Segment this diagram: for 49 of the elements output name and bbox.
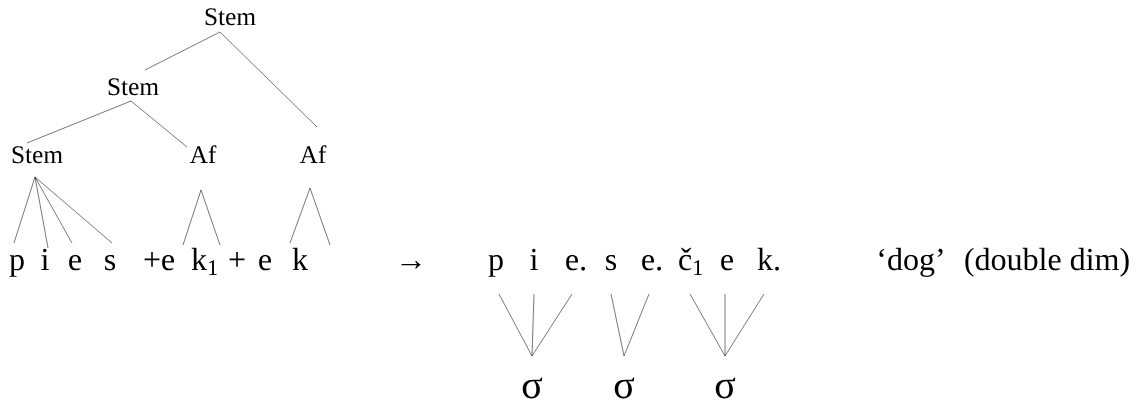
tree-label: Stem (12, 146, 63, 164)
segment-letter: č$_{1}$ (679, 247, 703, 275)
tree-branch (309, 187, 331, 246)
tree-branch (34, 176, 49, 249)
syllable-symbol: σ (522, 377, 543, 399)
segment-letter: i (41, 248, 49, 270)
text-label: + (229, 251, 245, 267)
segment-letter: e (721, 254, 733, 271)
text-label: ‘dog’ (879, 247, 943, 277)
segment-letter: e (69, 254, 81, 271)
text-label: → (401, 260, 421, 269)
segment-letter: e. (642, 254, 661, 271)
text-label: (double dim) (965, 247, 1129, 277)
segment-letter: p (488, 254, 503, 277)
tree-branch (200, 189, 221, 246)
tree-branch (26, 100, 132, 144)
tree-branch (13, 176, 36, 244)
segment-letter: e. (566, 254, 585, 271)
tree-branch (724, 293, 726, 357)
tree-label: Stem (108, 78, 159, 96)
segment-letter: k (292, 247, 308, 270)
segment-letter: e (162, 254, 174, 271)
segment-letter: k. (757, 247, 779, 271)
tree-branch (531, 293, 535, 357)
tree-branch (219, 31, 318, 128)
tree-branch (498, 293, 533, 357)
segment-letter: e (259, 254, 271, 271)
text-label: + (144, 251, 160, 267)
segment-letter: k$_{1}$ (191, 247, 217, 275)
segment-letter: i (530, 248, 538, 270)
tree-label: Stem (205, 8, 256, 26)
tree-branch (182, 189, 202, 246)
tree-label: Af (189, 145, 217, 163)
tree-branch (610, 293, 625, 357)
tree-branch (144, 31, 221, 71)
syllable-symbol: σ (715, 377, 736, 399)
tree-branch (34, 176, 113, 244)
segment-letter: s (606, 254, 617, 271)
tree-branch (289, 187, 311, 244)
tree-branch (130, 100, 188, 148)
tree-label: Af (299, 145, 327, 163)
segment-letter: p (9, 254, 24, 277)
tree-branch (623, 293, 650, 357)
tree-branch (724, 293, 765, 357)
tree-branch (689, 293, 726, 357)
segment-letter: s (105, 254, 116, 271)
syllable-symbol: σ (614, 377, 635, 399)
tree-branch (34, 176, 73, 244)
tree-branch (531, 293, 573, 357)
